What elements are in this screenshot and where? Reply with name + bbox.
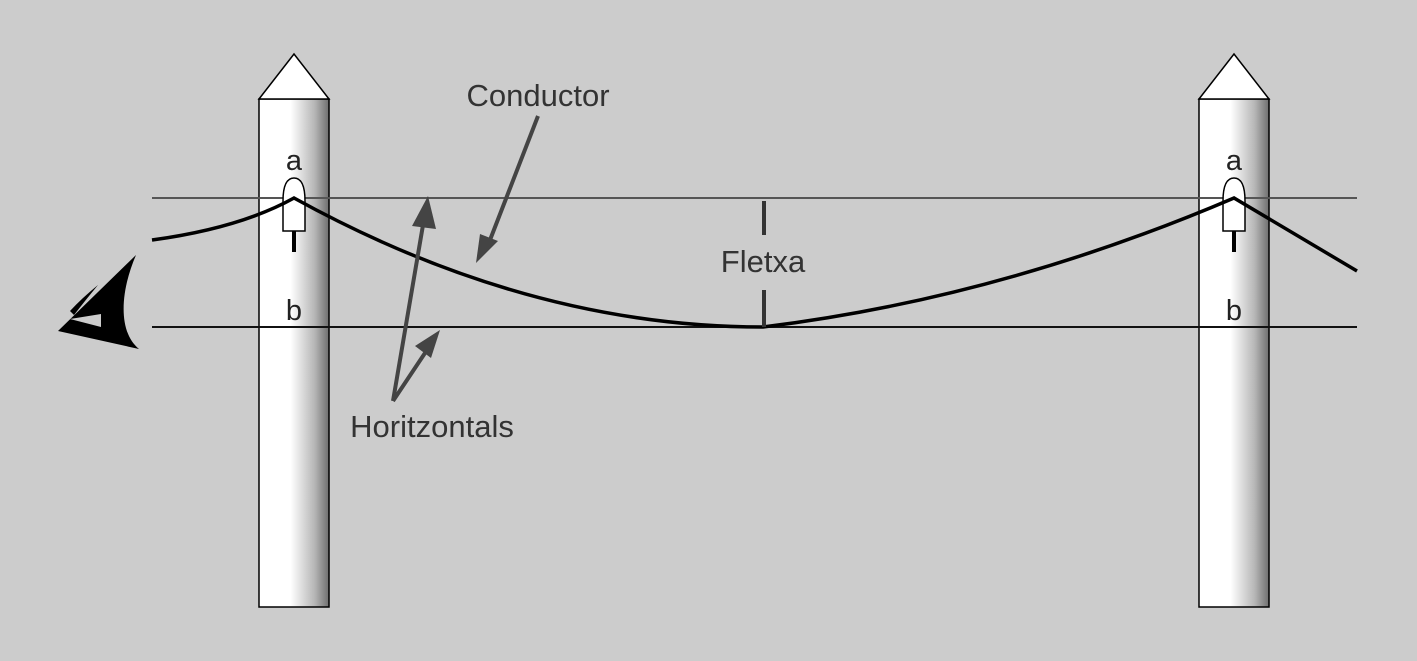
pole-left — [257, 52, 331, 608]
pole-left-label-b: b — [286, 295, 302, 327]
sag-label: Fletxa — [721, 244, 806, 279]
insulator-icon — [1222, 177, 1246, 252]
pole-left-label-a: a — [286, 145, 303, 177]
pole-right — [1197, 52, 1271, 608]
insulator-icon — [282, 177, 306, 252]
pole-right-label-b: b — [1226, 295, 1242, 327]
conductor-arrow — [476, 115, 540, 263]
horizontals-arrows — [391, 196, 440, 403]
pole-right-label-a: a — [1226, 145, 1243, 177]
horizontals-label: Horitzontals — [350, 409, 514, 444]
eye-icon — [58, 255, 139, 349]
conductor-label: Conductor — [466, 78, 609, 113]
